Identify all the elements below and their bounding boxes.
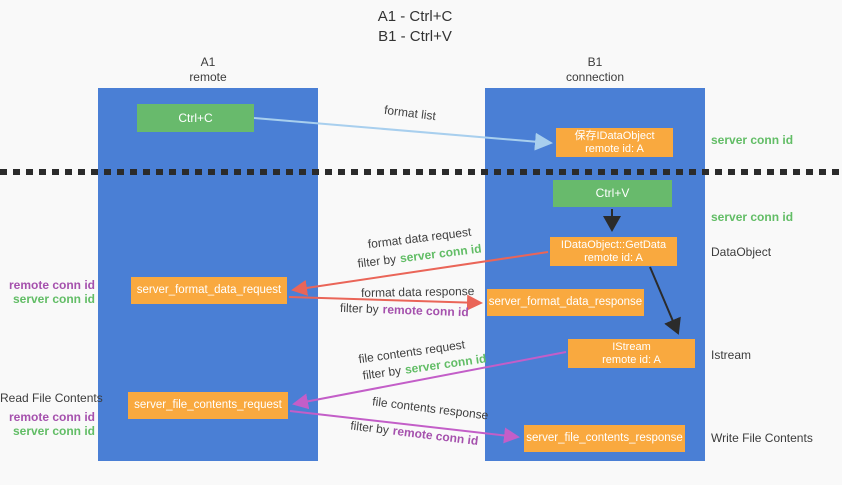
session-separator-line: [0, 169, 842, 175]
ctrl-v-box: Ctrl+V: [553, 180, 672, 207]
title-line-1: A1 - Ctrl+C: [377, 8, 453, 25]
istream-box: IStream remote id: A: [568, 339, 695, 368]
label-file-contents-response: file contents response: [372, 394, 490, 422]
left-bottom-remote-conn-id: remote conn id: [8, 410, 95, 424]
filter-by-text-2: filter by: [339, 300, 379, 317]
lane-header-b1: B1 connection: [535, 55, 655, 85]
left-mid-server-conn-id: server conn id: [12, 292, 95, 306]
server-format-data-response-label: server_format_data_response: [488, 296, 643, 308]
read-file-contents-label: Read File Contents: [0, 391, 103, 405]
ctrl-v-label: Ctrl+V: [595, 186, 630, 200]
left-mid-remote-conn-id: remote conn id: [8, 278, 95, 292]
remote-conn-id-text-2: remote conn id: [391, 423, 480, 449]
remote-conn-id-text-1: remote conn id: [382, 302, 469, 320]
lane-b1-id: B1: [587, 55, 603, 69]
server-format-data-request-box: server_format_data_request: [131, 277, 287, 304]
server-file-contents-request-box: server_file_contents_request: [128, 392, 288, 419]
label-format-data-response: format data response: [361, 284, 475, 300]
left-bottom-server-conn-id: server conn id: [12, 424, 95, 438]
server-format-data-response-box: server_format_data_response: [487, 289, 644, 316]
save-idataobject-line2: remote id: A: [585, 142, 644, 155]
annotation-server-conn-id-top: server conn id: [711, 133, 794, 147]
lane-a1-subtitle: remote: [189, 70, 227, 84]
format-list-text: format list: [383, 102, 437, 124]
server-format-data-request-label: server_format_data_request: [136, 284, 282, 296]
filter-by-text-1: filter by: [356, 251, 397, 271]
lane-a1-id: A1: [200, 55, 216, 69]
annotation-dataobject: DataObject: [711, 245, 772, 259]
getdata-line2: remote id: A: [584, 251, 643, 264]
file-contents-response-text: file contents response: [371, 394, 490, 423]
annotation-istream: Istream: [711, 348, 752, 362]
annotation-left-bottom: Read File Contents remote conn id server…: [0, 391, 103, 438]
filter-by-text-4: filter by: [349, 418, 390, 438]
idataobject-getdata-box: IDataObject::GetData remote id: A: [550, 237, 677, 266]
annotation-write-file-contents: Write File Contents: [711, 431, 813, 445]
server-file-contents-response-box: server_file_contents_response: [524, 425, 685, 452]
server-file-contents-request-label: server_file_contents_request: [134, 399, 282, 411]
ctrl-c-label: Ctrl+C: [178, 110, 213, 125]
istream-line1: IStream: [612, 340, 651, 353]
server-file-contents-response-label: server_file_contents_response: [526, 432, 683, 444]
getdata-line1: IDataObject::GetData: [560, 238, 667, 251]
lane-header-a1: A1 remote: [148, 55, 268, 85]
diagram-title: A1 - Ctrl+C B1 - Ctrl+V: [315, 7, 515, 47]
lane-b1-subtitle: connection: [565, 70, 625, 84]
filter-by-text-3: filter by: [361, 363, 403, 383]
istream-line2: remote id: A: [602, 353, 661, 366]
format-data-response-text: format data response: [360, 283, 475, 300]
save-idataobject-line1: 保存IDataObject: [574, 129, 655, 142]
label-format-list: format list: [369, 101, 450, 125]
save-idataobject-box: 保存IDataObject remote id: A: [556, 128, 673, 157]
title-line-2: B1 - Ctrl+V: [378, 28, 452, 45]
annotation-left-mid: remote conn id server conn id: [0, 278, 95, 306]
annotation-server-conn-id-ctrlv: server conn id: [711, 210, 794, 224]
ctrl-c-box: Ctrl+C: [137, 104, 254, 132]
